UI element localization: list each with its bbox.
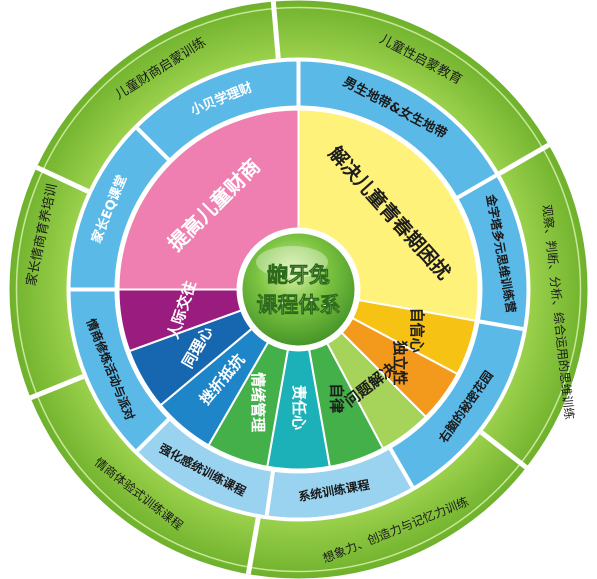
middle-separator <box>387 446 415 488</box>
outer-separator <box>245 517 261 575</box>
outer-separator <box>29 374 85 401</box>
center-hub-highlight <box>256 246 328 278</box>
inner-sector-label: 自信心 <box>408 308 426 353</box>
middle-separator <box>477 319 524 332</box>
inner-sector-label: 独立性 <box>391 340 409 385</box>
center-hub-disc <box>242 233 355 346</box>
outer-separator <box>479 430 528 470</box>
center-hub: 龅牙兔 课程体系 <box>236 227 361 352</box>
outer-ring-rim <box>15 6 582 573</box>
outer-separator <box>270 1 281 59</box>
middle-ring-light-band <box>137 418 413 518</box>
outer-separator <box>498 142 551 176</box>
center-title-line1: 龅牙兔 <box>267 263 330 287</box>
middle-separator <box>455 173 497 201</box>
inner-sector-label: 自律 <box>327 383 345 413</box>
middle-separator <box>264 469 276 516</box>
middle-separator <box>135 126 172 163</box>
inner-sector-label: 情绪管理 <box>249 372 267 432</box>
outer-separator <box>35 165 90 194</box>
center-title-line2: 课程体系 <box>257 293 341 317</box>
inner-sector-label: 责任心 <box>290 385 308 430</box>
middle-separator <box>135 416 172 453</box>
